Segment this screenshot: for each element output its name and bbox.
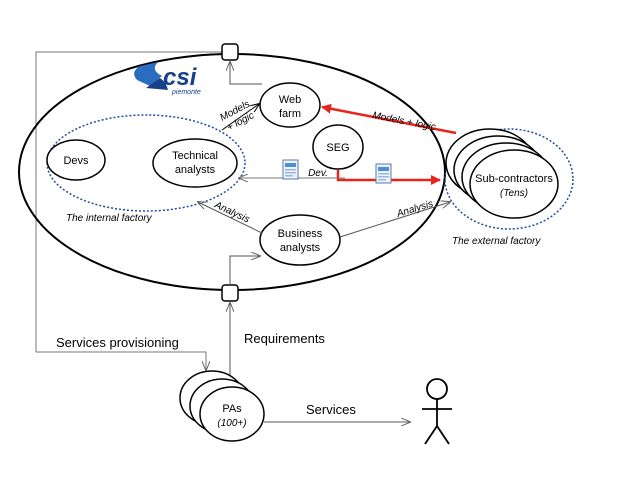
analysis-internal-label: Analysis	[212, 199, 251, 225]
bottom-gateway-box	[221, 284, 239, 302]
requirements-label: Requirements	[244, 331, 325, 346]
web-farm-label: Web	[279, 94, 301, 106]
internal-factory-label: The internal factory	[66, 213, 153, 224]
document-icon	[282, 159, 299, 180]
devs-node	[46, 139, 106, 181]
seg-label: SEG	[326, 142, 349, 154]
pas-label: PAs	[222, 403, 242, 415]
document-icon	[375, 163, 392, 184]
models-logic-external-label: Models + logic	[371, 110, 436, 133]
models-logic-external-arrow	[321, 103, 457, 135]
devs-label: Devs	[63, 155, 89, 167]
seg-node	[312, 124, 364, 170]
csi-logo-mark-icon	[134, 62, 168, 90]
pas-count: (100+)	[217, 418, 246, 429]
business-analysts-label: Business	[278, 228, 323, 240]
pas-stack	[179, 370, 265, 442]
business-analysts-label: analysts	[280, 242, 321, 254]
business-analysts-node	[259, 214, 341, 266]
subcontractors-stack	[445, 128, 559, 219]
technical-analysts-label: analysts	[175, 164, 216, 176]
models-logic-internal-arrow	[221, 104, 259, 131]
web-farm-label: farm	[279, 108, 301, 120]
gateway-to-business-line	[229, 256, 260, 285]
csi-logo-subtext: piemonte	[171, 89, 201, 96]
services-provisioning-line	[35, 51, 222, 370]
webfarm-to-gateway-line	[230, 62, 262, 85]
external-factory-label: The external factory	[452, 236, 541, 247]
services-provisioning-label: Services provisioning	[56, 335, 179, 350]
csi-logo: csi piemonte	[134, 62, 201, 96]
analysis-external-arrow	[339, 202, 450, 238]
seg-to-subcontractors-arrow	[336, 170, 441, 185]
csi-logo-text: csi	[163, 64, 198, 91]
stick-figure-icon	[422, 378, 452, 445]
technical-analysts-node	[152, 138, 238, 188]
external-factory-boundary	[444, 128, 574, 230]
subcontractors-label: Sub-contractors	[475, 173, 553, 185]
dev-label: Dev.	[308, 168, 328, 179]
analysis-internal-arrow	[198, 202, 263, 234]
services-label: Services	[306, 402, 356, 417]
top-gateway-box	[221, 43, 239, 61]
subcontractors-count: (Tens)	[500, 188, 528, 199]
technical-analysts-label: Technical	[172, 150, 218, 162]
